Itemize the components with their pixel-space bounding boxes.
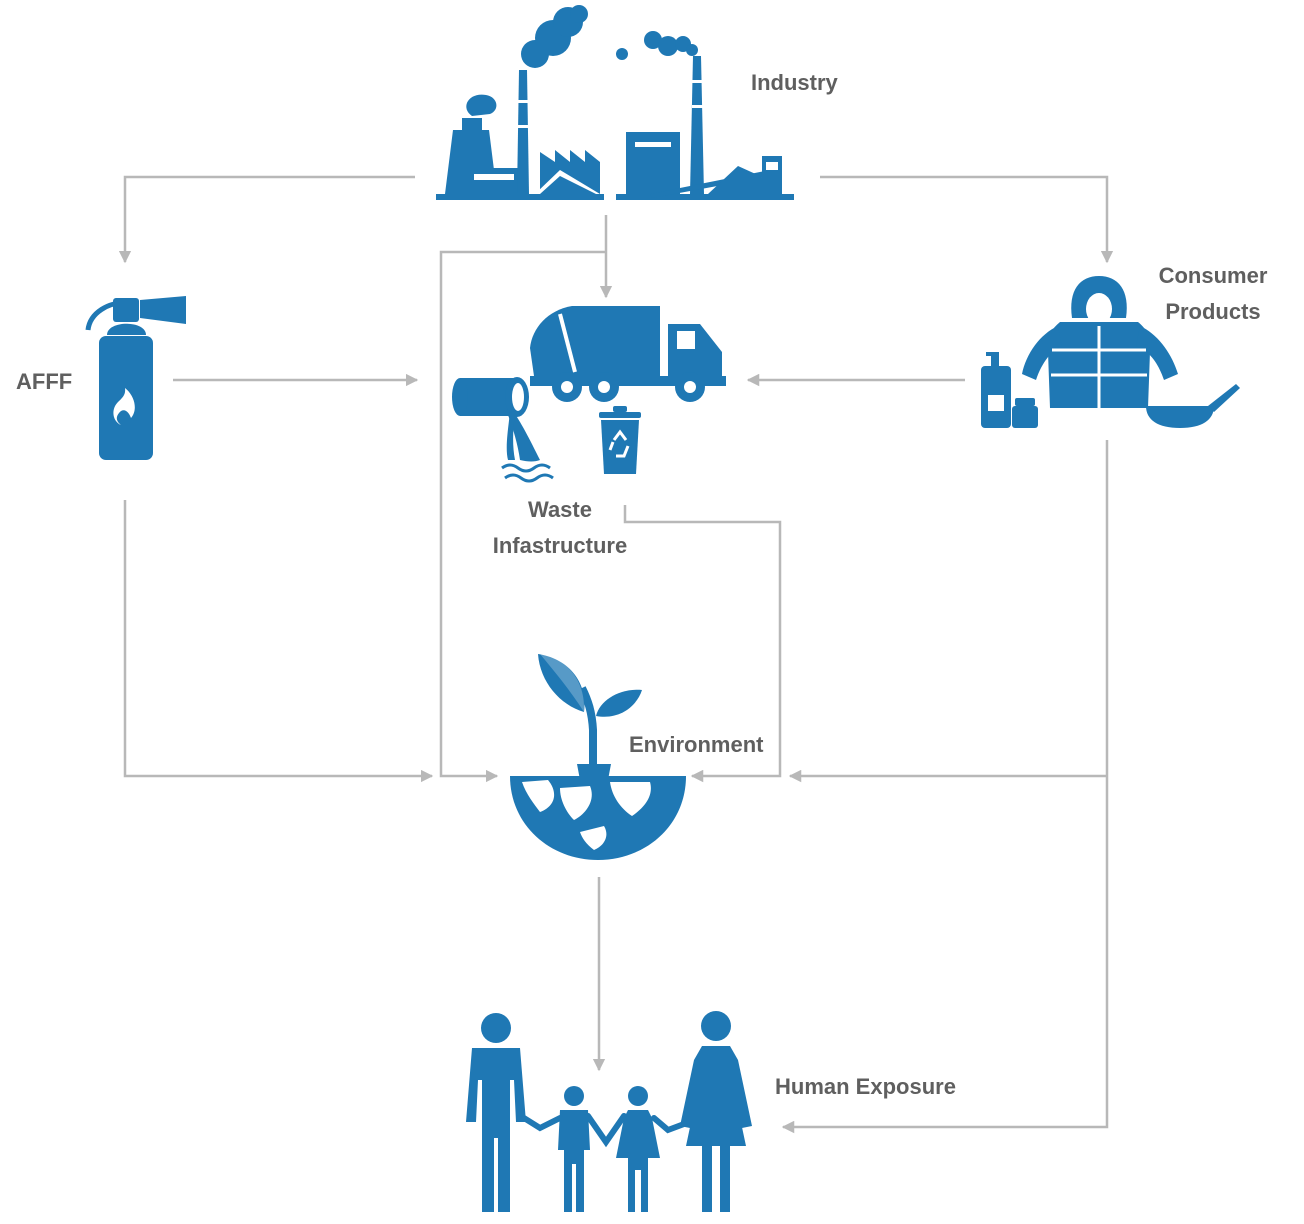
edge-waste-environment xyxy=(623,505,782,783)
edge-industry-consumer xyxy=(820,175,1114,264)
flow-arrows xyxy=(118,175,1114,1134)
edge-consumer-human xyxy=(781,440,1109,1134)
consumer-label-line1: Consumer xyxy=(1158,263,1268,288)
garbage-truck-icon xyxy=(452,306,726,483)
waste-label-line1: Waste xyxy=(528,497,592,522)
environment-label: Environment xyxy=(629,732,764,757)
fire-extinguisher-icon xyxy=(85,296,186,460)
waste-label-line2: Infastructure xyxy=(492,533,628,558)
consumer-products-icon xyxy=(981,276,1240,428)
edge-industry-environment xyxy=(439,250,606,783)
afff-label: AFFF xyxy=(16,369,73,394)
industry-label: Industry xyxy=(751,70,838,95)
factory-icon xyxy=(436,5,794,200)
earth-sprout-icon xyxy=(510,654,686,860)
edge-industry-afff xyxy=(118,175,415,264)
edge-afff-environment xyxy=(123,500,434,783)
consumer-label-line2: Products xyxy=(1165,299,1261,324)
consumer-products-label: Consumer Products xyxy=(1128,258,1298,330)
human-exposure-label: Human Exposure xyxy=(775,1074,956,1099)
family-icon xyxy=(466,1011,752,1212)
waste-infrastructure-label: Waste Infastructure xyxy=(470,492,650,564)
